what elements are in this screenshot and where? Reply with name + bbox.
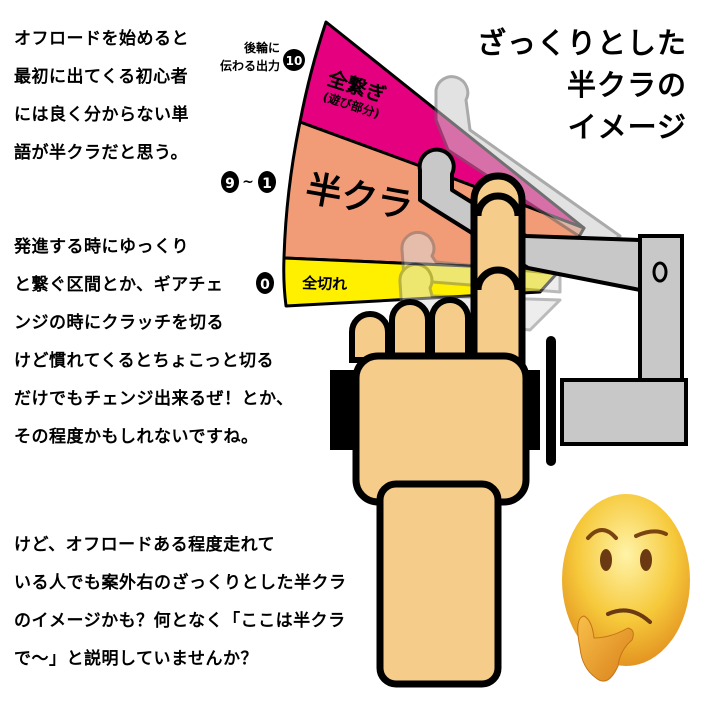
handlebar-edge [546,336,556,466]
output-axis-label: 後輪に 伝わる出力 [220,40,280,73]
pivot-hole-icon [652,261,668,283]
palm [352,352,530,506]
explanation-paragraph: 発進する時にゆっくり と繋ぐ区間とか、ギアチェ ンジの時にクラッチを切る けど慣… [14,228,294,456]
text-line: けど慣れてくるとちょこっと切る [14,351,274,371]
level-marker-0: 0 [256,272,274,294]
text-line: その程度かもしれないですね。 [14,427,259,447]
title-line: 半クラの [566,68,687,102]
intro-paragraph: オフロードを始めると 最初に出てくる初心者 には良く分からない単 語が半クラだと… [14,20,189,172]
svg-text:0: 0 [260,277,270,293]
curled-fingers [349,297,471,363]
lever-bracket [560,234,688,446]
text-line: だけでもチェンジ出来るぜ！とか、 [14,389,294,409]
question-paragraph: けど、オフロードある程度走れて いる人でも案外右のざっくりとした半クラ のイメー… [14,526,347,678]
text-line: と繋ぐ区間とか、ギアチェ [14,275,224,295]
thinking-face-icon [562,494,690,682]
diagram-title: ざっくりとした 半クラの イメージ [477,22,687,148]
zone-label-disengaged: 全切れ [301,274,348,294]
text-line: 最初に出てくる初心者 [14,67,189,87]
title-line: ざっくりとした [476,26,687,60]
output-label-line2: 伝わる出力 [220,58,280,73]
svg-text:~: ~ [242,174,254,190]
svg-text:10: 10 [286,54,303,68]
text-line: ンジの時にクラッチを切る [14,313,224,333]
ghost-lever-top [434,75,622,252]
wrist [376,480,502,688]
title-line: イメージ [567,110,687,144]
text-line: 発進する時にゆっくり [14,237,189,257]
text-line: けど、オフロードある程度走れて [14,535,276,555]
text-line: には良く分からない単 [14,105,189,125]
text-line: オフロードを始めると [14,29,189,49]
level-marker-9-1: 9 ~ 1 [221,171,276,193]
text-line: いる人でも案外右のざっくりとした半クラ [14,573,347,593]
svg-text:1: 1 [262,176,272,192]
output-label-line1: 後輪に [244,40,280,55]
text-line: で〜」と説明していませんか？ [14,649,258,669]
index-finger [470,172,526,376]
text-line: 語が半クラだと思う。 [14,143,188,163]
svg-text:9: 9 [225,176,235,192]
level-marker-10: 10 [283,49,305,71]
text-line: のイメージかも？何となく「ここは半クラ [14,611,346,631]
